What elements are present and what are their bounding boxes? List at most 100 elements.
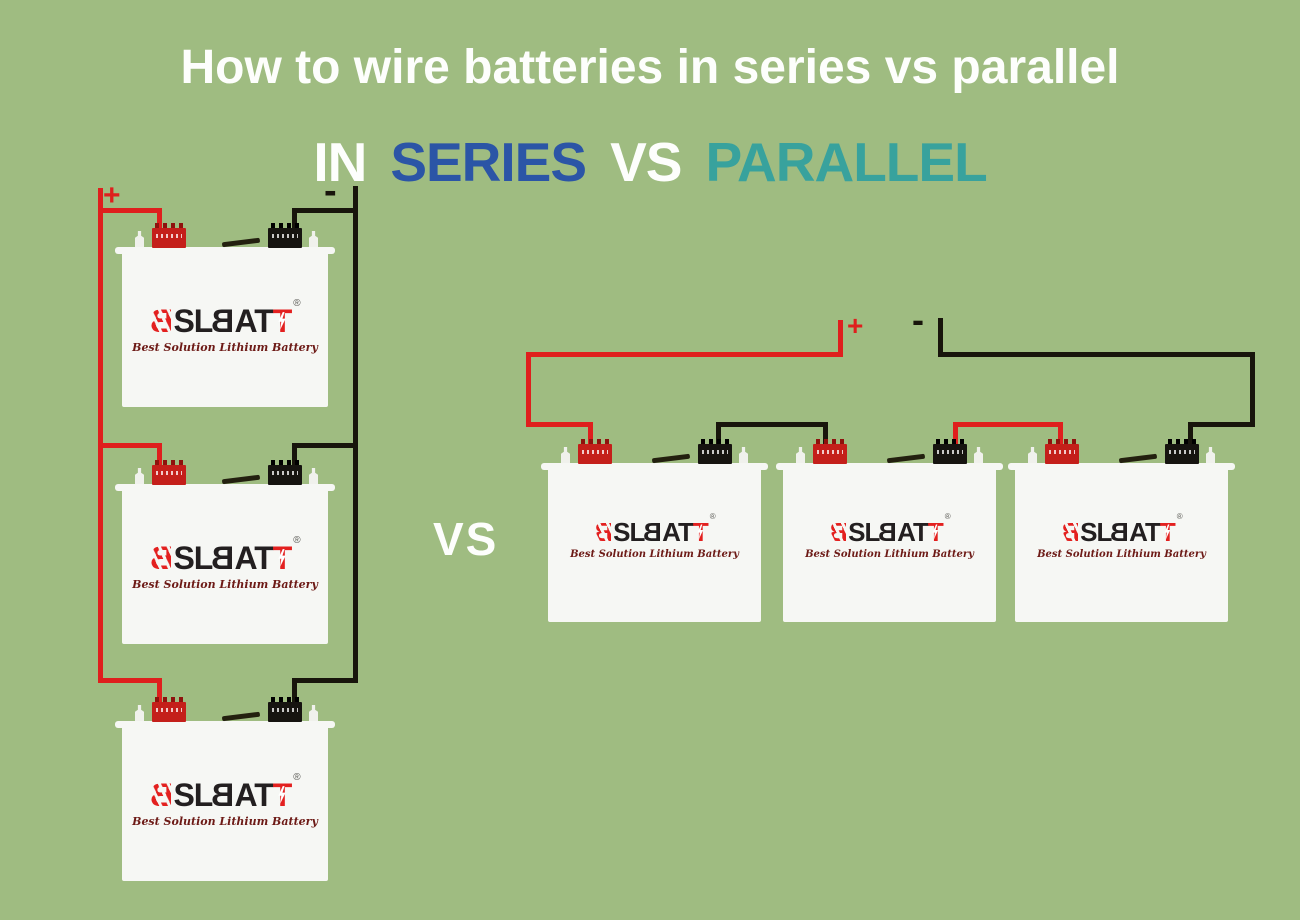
terminal-pins [1168,439,1196,444]
terminal-marks [272,234,298,238]
wire-segment-black [1190,422,1255,427]
wire-segment-red [157,208,162,236]
subtitle-vs: VS [610,131,682,193]
battery: BSLBATT®Best Solution Lithium Battery [115,697,335,881]
brand-tagline: Best Solution Lithium Battery [1037,549,1206,560]
battery-lid [541,463,768,470]
battery-lid [1008,463,1235,470]
battery-handle [651,453,691,464]
terminal-marks [156,471,182,475]
brand-letter-b-stylized: B [879,517,898,547]
terminal-pins [271,223,299,228]
terminal-marks [1169,450,1195,454]
terminal-pins [155,460,183,465]
brand-wordmark: BSLBATT® [548,513,761,548]
lightning-bolt-icon [1164,524,1171,540]
brand-wordmark: BSLBATT® [122,299,328,340]
brand-wordmark: BSLBATT® [122,773,328,814]
negative-terminal [268,697,302,722]
negative-terminal [698,439,732,464]
wire-segment-black [294,678,358,683]
battery-lid [115,721,335,728]
wire-segment-black [716,422,828,427]
battery-post-left [561,447,570,463]
negative-terminal [1165,439,1199,464]
wire-segment-red [953,422,958,449]
wire-segment-black [294,208,358,213]
terminal-pins [581,439,609,444]
brand-letters-at: AT [662,517,694,547]
brand-letter-t-lightning: T [693,519,709,545]
brand-tagline: Best Solution Lithium Battery [570,549,739,560]
positive-terminal [813,439,847,464]
lightning-bolt-icon [278,785,286,804]
terminal-marks [156,234,182,238]
wire-segment-black [294,443,358,448]
terminal-pins [701,439,729,444]
brand-letter-b-stylized: B [212,777,235,813]
brand-letters-sl: SL [173,540,213,576]
battery-handle [1118,453,1158,464]
wire-segment-red [98,443,162,448]
battery-post-left [135,705,144,721]
battery-post-right [309,705,318,721]
registered-mark: ® [293,298,301,309]
terminal-marks [1049,450,1075,454]
brand-letter-b-stylized: B [1111,517,1130,547]
minus-label: - [324,170,337,212]
brand-letter-b-stylized: B [212,303,235,339]
brand-letters-at: AT [897,517,929,547]
page-title: How to wire batteries in series vs paral… [180,41,1120,94]
brand-letters-sl: SL [1080,517,1112,547]
brand-wordmark: BSLBATT® [783,513,996,548]
brand-letters-at: AT [234,777,273,813]
terminal-pins [1048,439,1076,444]
brand-letter-b-stylized: B [151,303,174,339]
subtitle-in: IN [313,131,367,193]
battery-handle [221,237,261,248]
wire-segment-red [1058,422,1063,449]
terminal-pins [936,439,964,444]
brand-letters-at: AT [234,540,273,576]
terminal-marks [272,708,298,712]
terminal-pins [816,439,844,444]
wire-segment-red [526,352,843,357]
brand-letters-sl: SL [613,517,645,547]
battery-handle [886,453,926,464]
brand-letter-t-lightning: T [1160,519,1176,545]
terminal-pins [155,697,183,702]
wire-segment-red [98,678,162,683]
terminal-marks [156,708,182,712]
wire-segment-red [157,443,162,471]
wire-segment-black [292,208,297,236]
battery-post-right [1206,447,1215,463]
brand-letters-sl: SL [173,303,213,339]
brand-letters-at: AT [1129,517,1161,547]
lightning-bolt-icon [932,524,939,540]
wire-segment-black [823,422,828,449]
positive-terminal [1045,439,1079,464]
terminal-marks [817,450,843,454]
positive-terminal [152,460,186,485]
positive-terminal [152,697,186,722]
lightning-bolt-icon [278,311,286,330]
positive-terminal [578,439,612,464]
brand-logo: BSLBATT®Best Solution Lithium Battery [122,773,328,829]
battery-post-right [974,447,983,463]
brand-logo: BSLBATT®Best Solution Lithium Battery [548,513,761,561]
wire-segment-black [292,443,297,471]
negative-terminal [933,439,967,464]
brand-wordmark: BSLBATT® [122,536,328,577]
battery-lid [115,484,335,491]
wire-segment-black [938,352,1255,357]
battery-post-right [739,447,748,463]
brand-letter-t-lightning: T [273,305,293,337]
registered-mark: ® [293,772,301,783]
terminal-pins [271,697,299,702]
brand-logo: BSLBATT®Best Solution Lithium Battery [783,513,996,561]
brand-letter-t-lightning: T [928,519,944,545]
brand-tagline: Best Solution Lithium Battery [805,549,974,560]
wire-segment-red [157,678,162,708]
